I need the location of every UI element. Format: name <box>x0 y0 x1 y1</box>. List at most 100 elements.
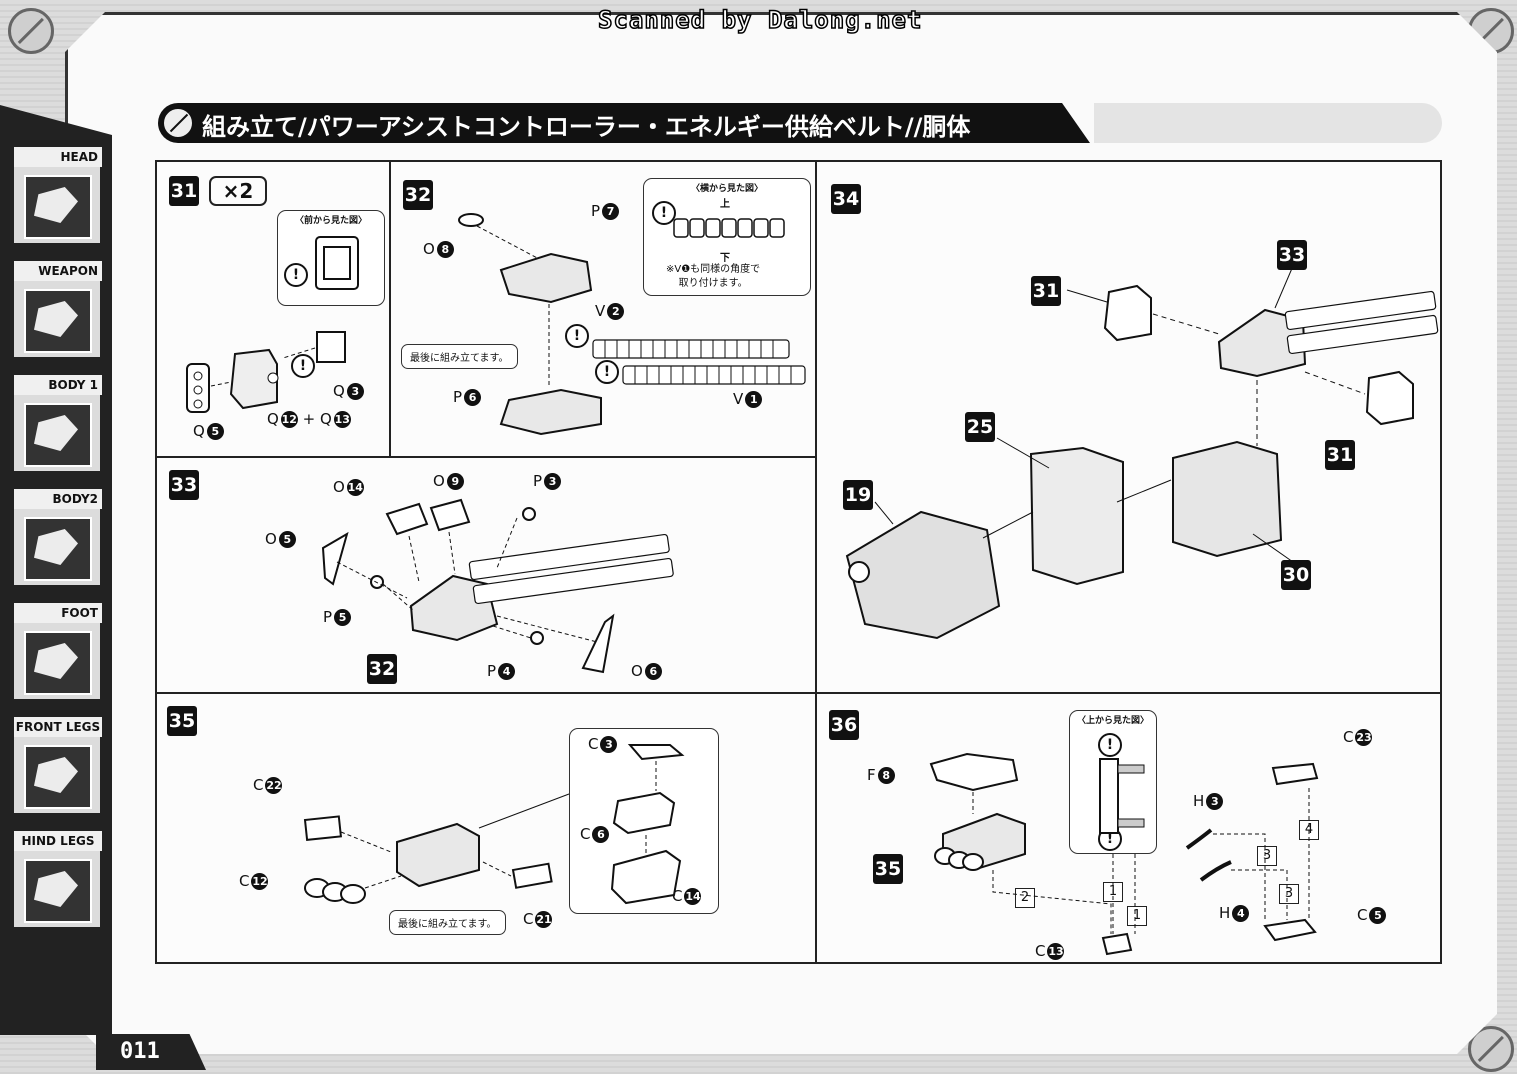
corner-emblem-icon <box>1468 1026 1514 1072</box>
tab-body2[interactable]: BODY2 <box>14 489 102 585</box>
callout-note: ※V❶も同様の角度で 取り付けます。 <box>666 264 761 289</box>
tab-label: HIND LEGS <box>14 831 102 851</box>
foot-icon <box>24 631 92 695</box>
step-36-drawing <box>929 752 1319 956</box>
step-number: 34 <box>831 184 861 214</box>
assemble-last-note: 最後に組み立てます。 <box>389 910 506 935</box>
assembly-ref-badge: 32 <box>367 654 397 684</box>
step-35-drawing <box>303 793 570 904</box>
front-view-part-drawing <box>315 236 359 290</box>
belt-side-drawing <box>673 218 785 238</box>
sequence-marker: 2 <box>1015 888 1035 908</box>
tab-label: HEAD <box>14 147 102 167</box>
side-view-callout: 〈横から見た図〉 上 ! 下 ※V❶も同様の角度で 取り付けます。 <box>643 178 811 296</box>
sequence-marker: 3 <box>1257 846 1277 866</box>
page-title: 組み立て/パワーアシストコントローラー・エネルギー供給ベルト//胴体 <box>202 113 971 141</box>
tab-label: FRONT LEGS <box>14 717 102 737</box>
warning-icon: ! <box>595 360 619 384</box>
step-32-drawing <box>458 213 806 436</box>
warning-icon: ! <box>652 201 676 225</box>
assembly-ref-badge: 35 <box>873 854 903 884</box>
weapon-icon <box>24 289 92 353</box>
step-number: 31 <box>169 176 199 206</box>
tab-head[interactable]: HEAD <box>14 147 102 243</box>
assembly-ref-badge: 25 <box>965 412 995 442</box>
front-view-callout: 〈前から見た図〉 ! <box>277 210 385 306</box>
callout-title: 〈上から見た図〉 <box>1076 716 1149 726</box>
tab-label: WEAPON <box>14 261 102 281</box>
assembly-ref-badge: 30 <box>1281 560 1311 590</box>
step-number: 32 <box>403 180 433 210</box>
sequence-marker: 3 <box>1279 884 1299 904</box>
page-number: 011 <box>96 1034 206 1070</box>
step-34-panel: 34 33 31 31 25 19 30 <box>815 160 1442 694</box>
scan-watermark: Scanned by Dalong.net <box>597 5 923 35</box>
step-31-drawing <box>186 331 346 413</box>
front-legs-icon <box>24 745 92 809</box>
quantity-badge: ×2 <box>209 176 267 206</box>
warning-icon: ! <box>291 354 315 378</box>
tab-label: BODY2 <box>14 489 102 509</box>
body2-icon <box>24 517 92 581</box>
step-34-drawing <box>845 265 1439 640</box>
tab-foot[interactable]: FOOT <box>14 603 102 699</box>
tab-label: FOOT <box>14 603 102 623</box>
warning-icon: ! <box>284 263 308 287</box>
assembly-ref-badge: 31 <box>1325 440 1355 470</box>
assembly-ref-badge: 33 <box>1277 240 1307 270</box>
tab-body1[interactable]: BODY 1 <box>14 375 102 471</box>
step-number: 33 <box>169 470 199 500</box>
corner-emblem-icon <box>8 8 54 54</box>
section-title-bar: 組み立て/パワーアシストコントローラー・エネルギー供給ベルト//胴体 <box>158 103 1090 143</box>
warning-icon: ! <box>1098 733 1122 757</box>
detail-drawing <box>610 744 685 905</box>
callout-bottom-label: 下 <box>720 253 730 264</box>
assemble-last-note: 最後に組み立てます。 <box>401 344 518 369</box>
title-bar-ghost <box>1094 103 1442 143</box>
body1-icon <box>24 403 92 467</box>
step-number: 36 <box>829 710 859 740</box>
assembly-ref-badge: 19 <box>843 480 873 510</box>
tab-weapon[interactable]: WEAPON <box>14 261 102 357</box>
tab-front-legs[interactable]: FRONT LEGS <box>14 717 102 813</box>
callout-title: 〈前から見た図〉 <box>294 216 367 226</box>
top-view-callout: 〈上から見た図〉 ! ! <box>1069 710 1157 854</box>
tab-label: BODY 1 <box>14 375 102 395</box>
assembly-ref-badge: 31 <box>1031 276 1061 306</box>
tab-hind-legs[interactable]: HIND LEGS <box>14 831 102 927</box>
sequence-marker: 1 <box>1127 906 1147 926</box>
step-33-drawing <box>321 498 674 674</box>
title-emblem-icon <box>162 107 194 139</box>
